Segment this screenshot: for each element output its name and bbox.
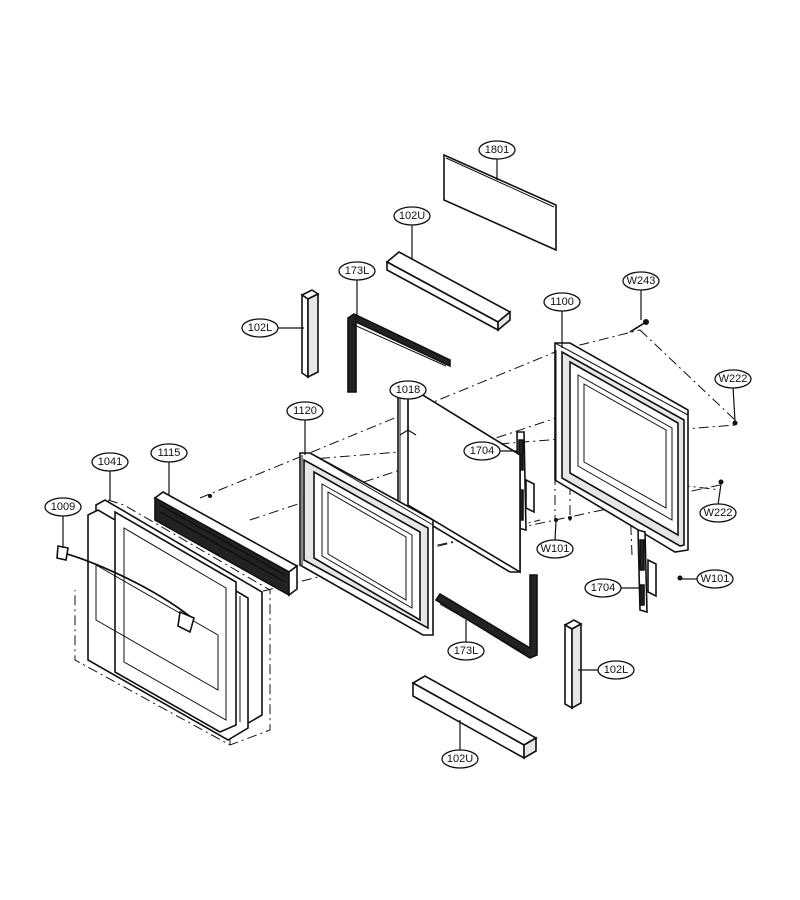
callout-1120: 1120 [286,401,324,421]
svg-text:1009: 1009 [51,501,75,513]
callout-1041: 1041 [91,452,129,472]
callout-w222-top: W222 [714,369,752,389]
callout-1704-top: 1704 [463,441,501,461]
svg-text:1100: 1100 [550,296,574,308]
part-102l-left-trim [300,289,320,379]
part-102u-bottom-trim [411,675,538,760]
svg-text:W243: W243 [627,275,656,287]
svg-text:1041: 1041 [98,456,122,468]
part-1018-glass [397,384,521,574]
callout-1704-bottom: 1704 [584,578,622,598]
part-1009-handle [56,545,195,634]
svg-text:W101: W101 [701,573,730,585]
svg-text:1704: 1704 [591,582,615,594]
svg-text:W101: W101 [541,543,570,555]
svg-text:W222: W222 [719,373,748,385]
part-1704-hinge-bottom [637,528,657,614]
callout-w101-mid: W101 [536,539,574,559]
callout-1009: 1009 [44,497,82,517]
leader-lines [62,158,736,751]
part-w243-screw [629,319,649,333]
callout-w243: W243 [622,271,660,291]
part-1115-vent-bar [153,491,299,597]
svg-text:173L: 173L [454,645,478,657]
part-outer-door-panel [87,499,263,741]
svg-text:173L: 173L [345,265,369,277]
callout-1115: 1115 [150,443,188,463]
svg-text:1801: 1801 [485,144,509,156]
callout-102l-right: 102L [597,660,635,680]
svg-text:102U: 102U [447,753,473,765]
callout-w222-bottom: W222 [699,503,737,523]
svg-text:1115: 1115 [158,447,181,459]
svg-text:W222: W222 [704,507,733,519]
svg-text:102U: 102U [399,210,425,222]
callout-102u-bottom: 102U [441,749,479,769]
part-1120-middle-frame [299,452,434,636]
svg-text:102L: 102L [248,322,272,334]
callout-w101-right: W101 [696,569,734,589]
callout-173l-bottom: 173L [447,641,485,661]
part-1100-inner-frame [554,342,689,553]
part-173l-bottom-gasket [434,574,538,659]
svg-text:1018: 1018 [396,384,420,396]
part-102u-top-trim [385,251,512,332]
callout-102u-top: 102U [393,206,431,226]
part-1801-panel [443,153,557,252]
callout-1100: 1100 [543,292,581,312]
part-102l-right-trim [563,619,583,710]
svg-text:102L: 102L [604,664,628,676]
callout-1801: 1801 [478,140,516,160]
callout-1018: 1018 [389,380,427,400]
part-173l-top-gasket [347,313,451,393]
callout-173l-top: 173L [338,261,376,281]
svg-text:1704: 1704 [470,445,494,457]
callout-102l-left: 102L [241,318,279,338]
svg-text:1120: 1120 [293,405,317,417]
